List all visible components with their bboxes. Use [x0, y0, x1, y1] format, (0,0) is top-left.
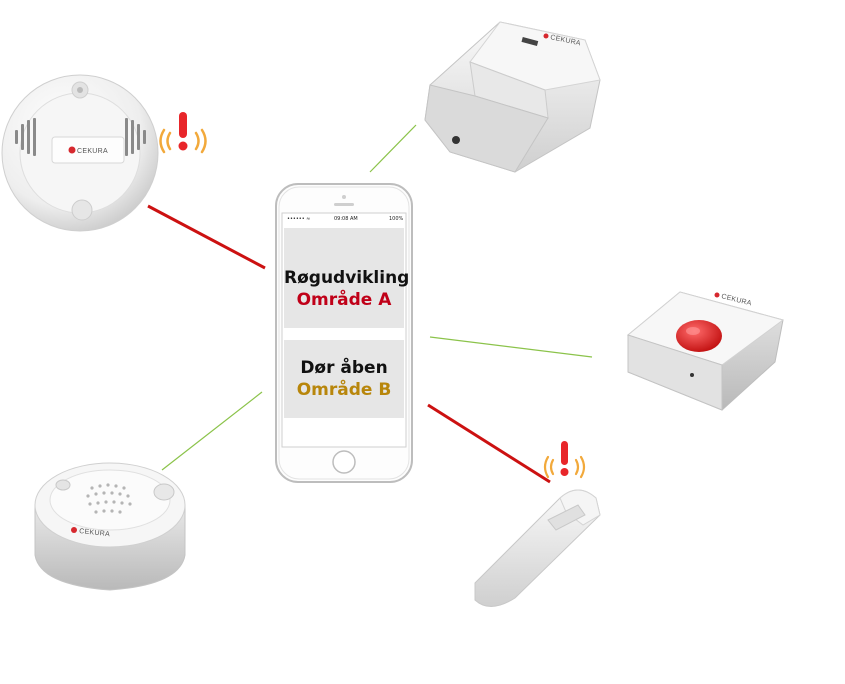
- link-panic-button: [429, 336, 593, 358]
- status-battery: 100%: [389, 216, 404, 222]
- brand-logo-icon: [714, 292, 720, 298]
- siren: CEKURA: [34, 462, 186, 591]
- alert-card-door[interactable]: Dør åben Område B: [284, 340, 404, 418]
- door-sensor: [474, 489, 601, 607]
- svg-text:CEKURA: CEKURA: [79, 528, 111, 538]
- link-smoke-detector: [147, 204, 266, 270]
- smoke-detector: CEKURA: [1, 74, 159, 232]
- status-carrier: •••••• ≈: [287, 216, 311, 222]
- alert-area: Område A: [296, 290, 392, 310]
- alert-icon: [543, 441, 586, 479]
- svg-text:CEKURA: CEKURA: [77, 148, 108, 155]
- motion-sensor: CEKURA: [424, 21, 601, 173]
- alarm-button-icon: [676, 320, 722, 352]
- link-door-sensor: [427, 403, 551, 484]
- brand-logo-icon: [68, 146, 76, 154]
- alert-area: Område B: [296, 380, 392, 400]
- alert-title: Dør åben: [300, 358, 388, 378]
- link-siren: [161, 391, 263, 471]
- alert-title: Røgudvikling: [284, 268, 410, 288]
- status-time: 09:08 AM: [334, 216, 358, 222]
- panic-button: CEKURA: [626, 291, 785, 411]
- brand-logo-icon: [543, 33, 549, 39]
- alert-icon: [159, 112, 207, 154]
- home-button[interactable]: [332, 450, 356, 474]
- brand-logo-icon: [71, 527, 77, 533]
- alert-card-smoke[interactable]: Røgudvikling Område A: [284, 228, 410, 328]
- link-motion-sensor: [369, 124, 417, 173]
